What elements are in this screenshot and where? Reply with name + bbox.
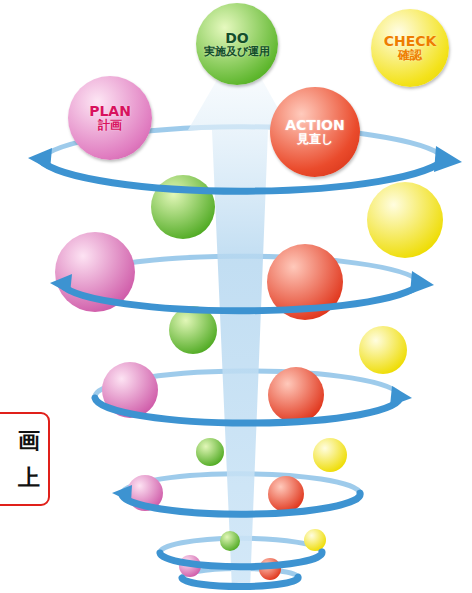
stage-label: 見直し [297,133,333,147]
pdca-ball: ACTION見直し [270,87,360,177]
stage-label: 確認 [398,49,422,63]
stage-name: DO [225,30,249,46]
pdca-ball: CHECK確認 [371,9,449,87]
pdca-ball: DO実施及び運用 [196,3,278,85]
spiral-front [40,158,445,587]
stage-label: 計画 [98,119,122,133]
stage-name: PLAN [89,103,131,119]
spiral-arrowheads [28,146,462,502]
stage-label: 実施及び運用 [204,46,270,59]
note-box: 画 上 [0,412,50,506]
pdca-ball: PLAN計画 [68,76,152,160]
note-text: 画 上 [17,422,41,497]
stage-name: ACTION [285,117,345,133]
small-balls [55,175,443,580]
stage-name: CHECK [384,33,437,49]
